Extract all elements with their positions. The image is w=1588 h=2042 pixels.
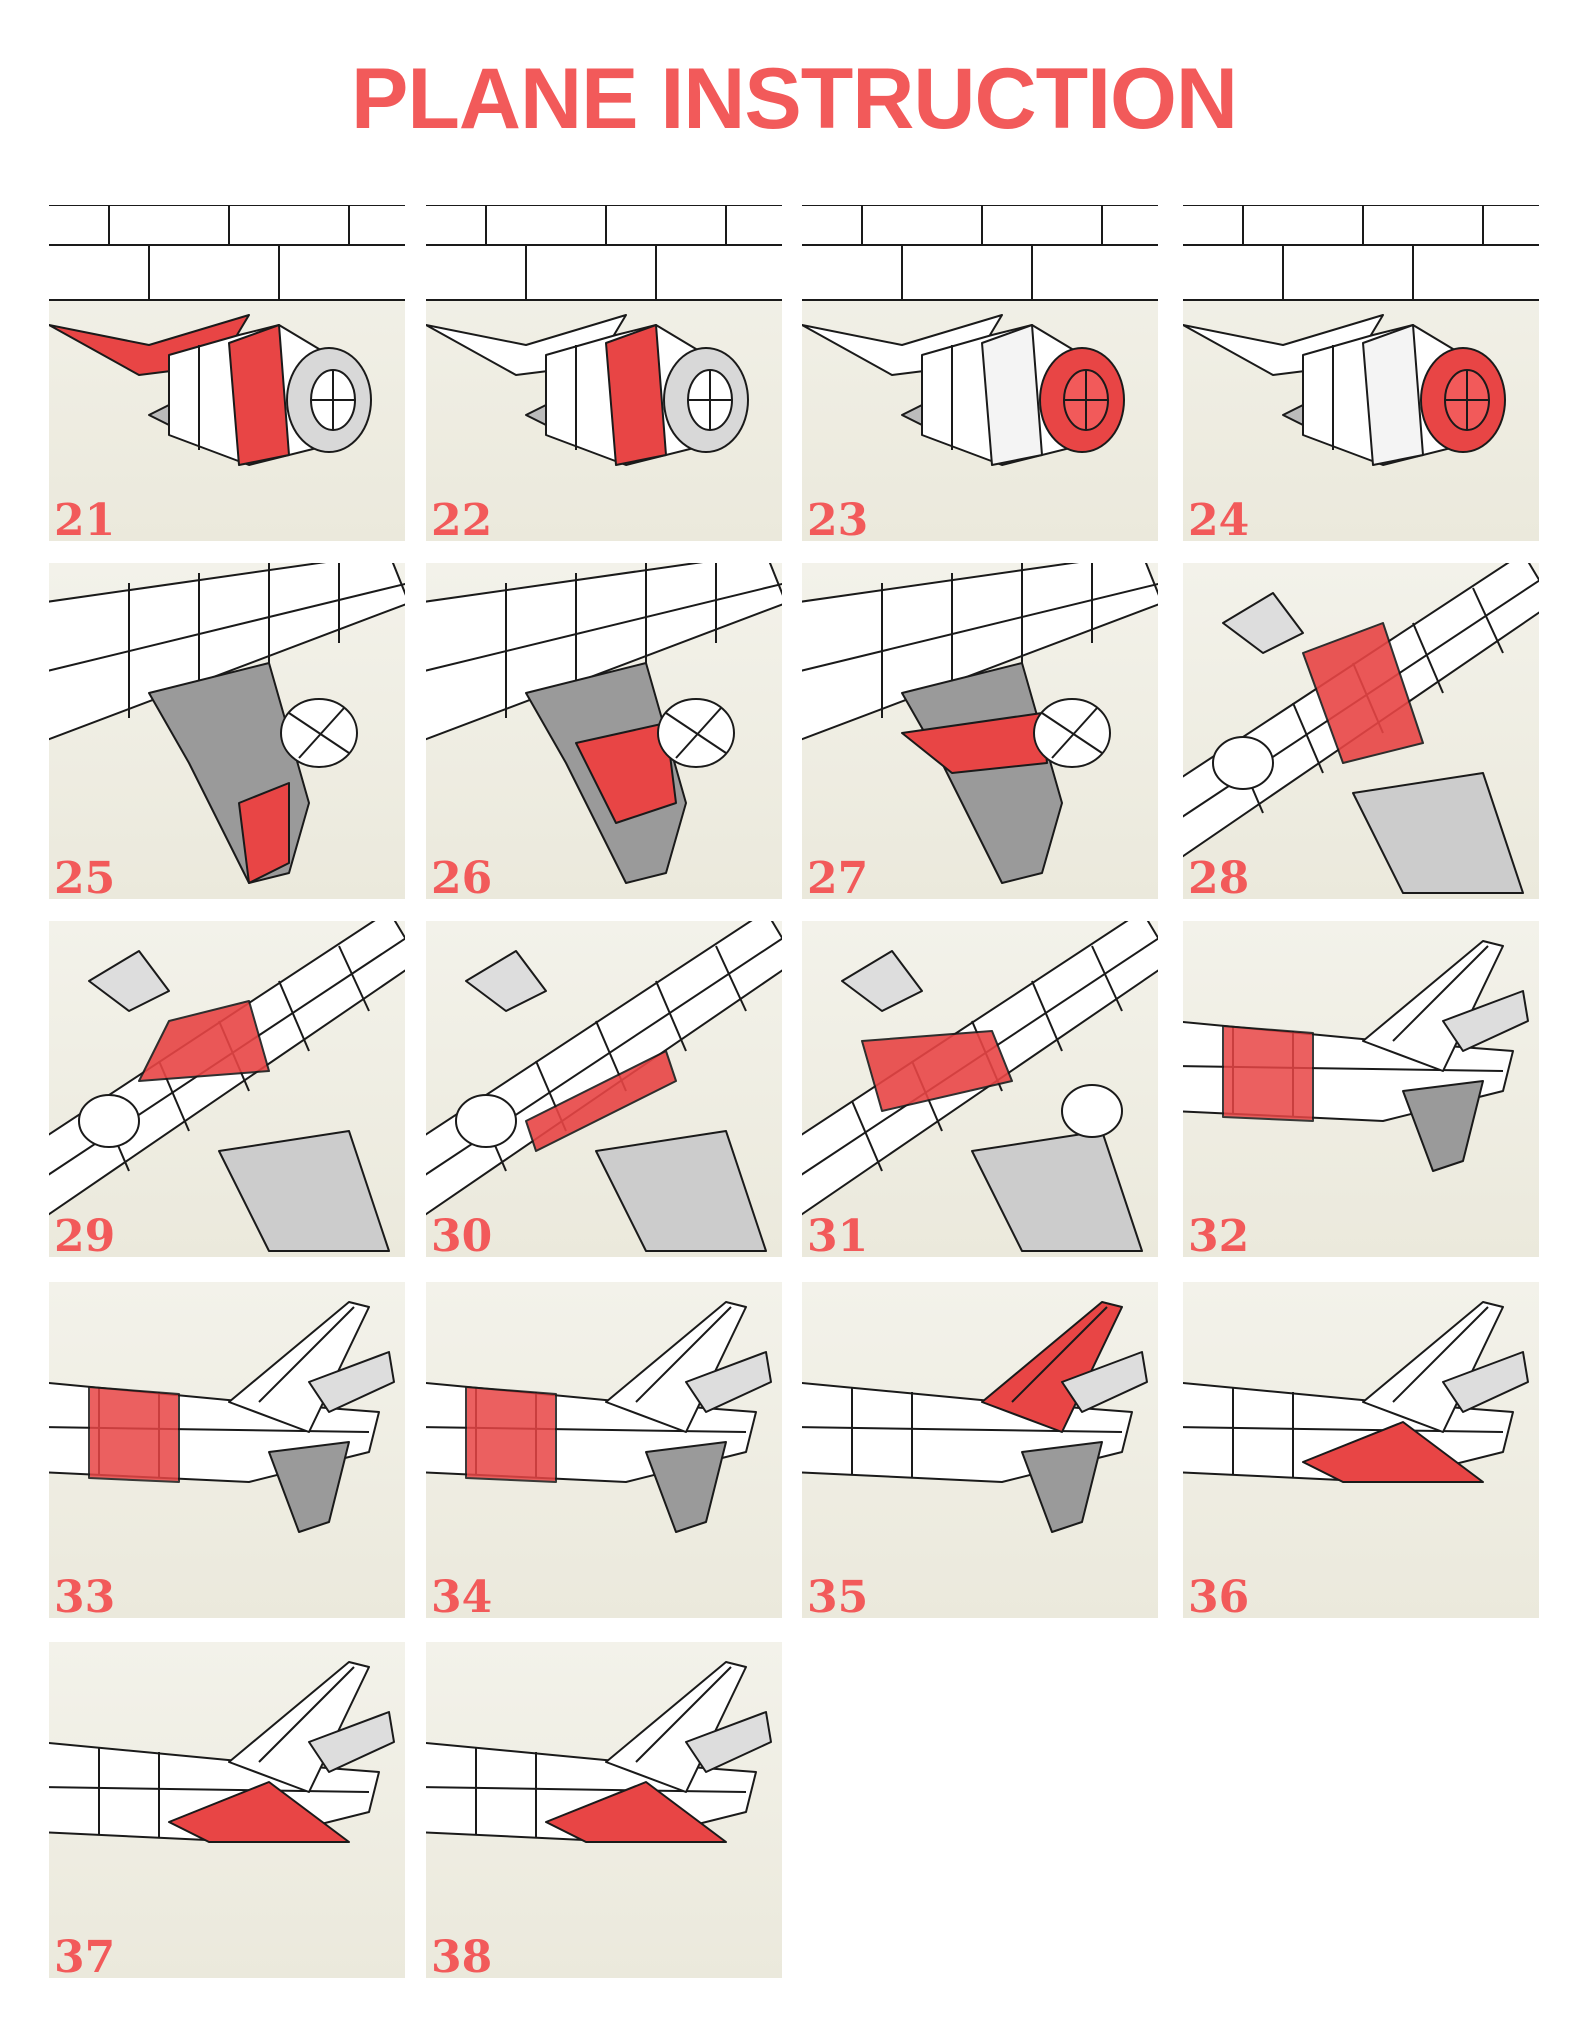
step-panel: 29	[49, 921, 405, 1257]
step-number: 33	[54, 1576, 115, 1618]
step-number: 26	[431, 857, 492, 899]
step-number: 35	[807, 1576, 868, 1618]
step-illustration	[49, 205, 405, 541]
step-number: 34	[431, 1576, 492, 1618]
step-illustration	[802, 921, 1158, 1257]
step-panel: 38	[426, 1642, 782, 1978]
step-number: 30	[431, 1215, 492, 1257]
step-illustration	[49, 1282, 405, 1618]
step-illustration	[426, 1642, 782, 1978]
step-illustration	[1183, 921, 1539, 1257]
step-number: 27	[807, 857, 868, 899]
step-panel: 36	[1183, 1282, 1539, 1618]
step-panel: 24	[1183, 205, 1539, 541]
step-illustration	[426, 205, 782, 541]
step-panel: 25	[49, 563, 405, 899]
step-illustration	[49, 921, 405, 1257]
step-illustration	[49, 1642, 405, 1978]
step-illustration	[49, 563, 405, 899]
step-panel: 23	[802, 205, 1158, 541]
step-number: 31	[807, 1215, 868, 1257]
step-illustration	[1183, 1282, 1539, 1618]
step-number: 21	[54, 499, 115, 541]
step-illustration	[1183, 205, 1539, 541]
step-panel: 37	[49, 1642, 405, 1978]
step-number: 22	[431, 499, 492, 541]
step-number: 38	[431, 1936, 492, 1978]
step-number: 23	[807, 499, 868, 541]
step-illustration	[802, 205, 1158, 541]
step-number: 37	[54, 1936, 115, 1978]
step-illustration	[426, 563, 782, 899]
step-panel: 31	[802, 921, 1158, 1257]
step-panel: 34	[426, 1282, 782, 1618]
step-panel: 27	[802, 563, 1158, 899]
step-number: 29	[54, 1215, 115, 1257]
step-number: 28	[1188, 857, 1249, 899]
step-panel: 32	[1183, 921, 1539, 1257]
step-panel: 33	[49, 1282, 405, 1618]
step-illustration	[802, 563, 1158, 899]
step-panel: 26	[426, 563, 782, 899]
page-title: PLANE INSTRUCTION	[0, 50, 1588, 149]
step-number: 36	[1188, 1576, 1249, 1618]
step-illustration	[802, 1282, 1158, 1618]
step-panel: 35	[802, 1282, 1158, 1618]
step-illustration	[426, 921, 782, 1257]
step-illustration	[426, 1282, 782, 1618]
step-number: 24	[1188, 499, 1249, 541]
step-illustration	[1183, 563, 1539, 899]
step-panel: 28	[1183, 563, 1539, 899]
step-panel: 22	[426, 205, 782, 541]
step-panel: 21	[49, 205, 405, 541]
step-number: 25	[54, 857, 115, 899]
step-number: 32	[1188, 1215, 1249, 1257]
step-panel: 30	[426, 921, 782, 1257]
